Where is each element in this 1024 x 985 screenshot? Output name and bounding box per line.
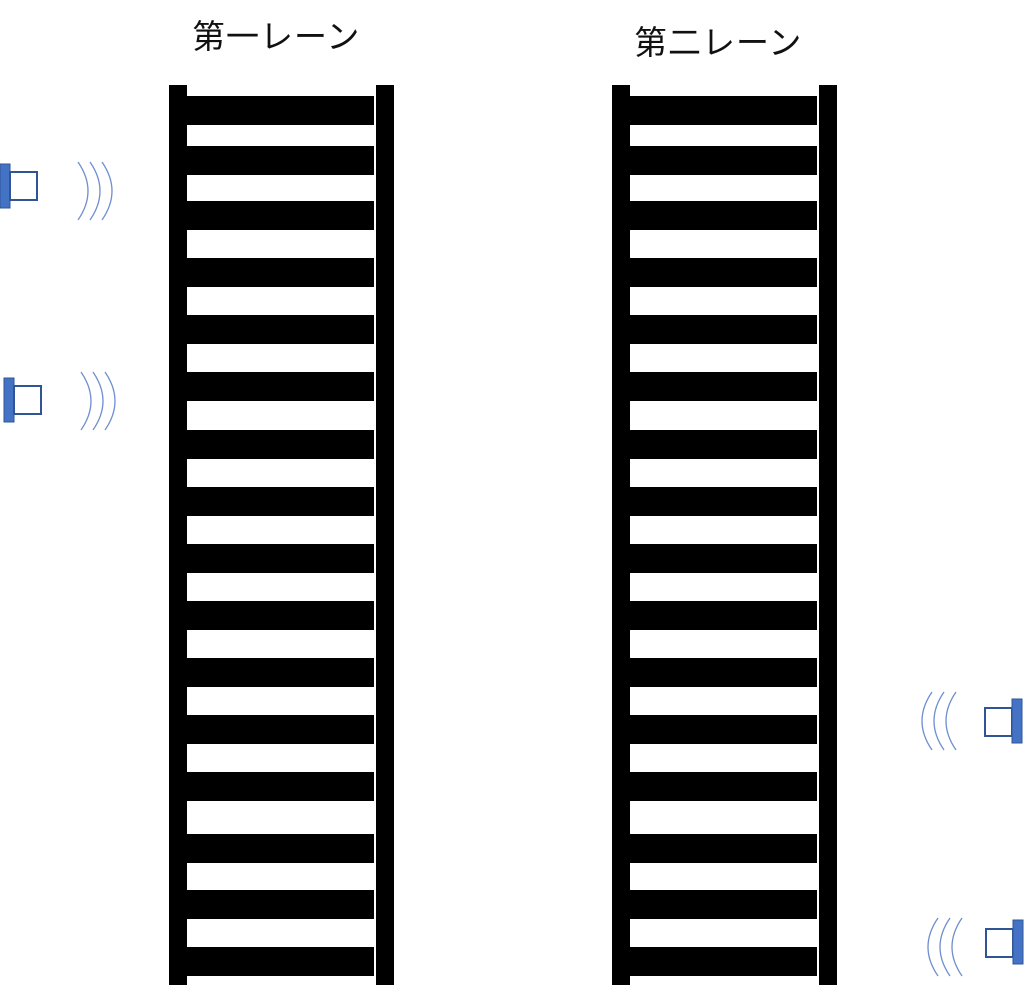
lane-1-rung [187, 947, 374, 976]
lane-2-rung [630, 96, 817, 125]
signal-wave-icon [77, 161, 113, 221]
sensor-icon [0, 163, 38, 209]
sensor-icon [984, 698, 1023, 744]
lane-1-rung [187, 430, 374, 459]
lane-1-rung [187, 601, 374, 630]
lane-1-right-rail [376, 85, 394, 985]
lane-2-rung [630, 601, 817, 630]
sensor-left-2 [3, 371, 116, 431]
lane-1-rung [187, 146, 374, 175]
sensor-right-2 [927, 917, 1024, 977]
signal-wave-icon [80, 371, 116, 431]
lane-2-right-rail [819, 85, 837, 985]
lane-2-rung [630, 658, 817, 687]
signal-wave-icon [927, 917, 963, 977]
lane-1-rung [187, 544, 374, 573]
lane-2-rung [630, 715, 817, 744]
lane-2-rung [630, 430, 817, 459]
lane-2-rung [630, 315, 817, 344]
lane-2-title: 第二レーン [634, 23, 803, 62]
lane-1-rung [187, 715, 374, 744]
lane-2-rung [630, 201, 817, 230]
lane-1-rung [187, 890, 374, 919]
lane-2-rung [630, 772, 817, 801]
lane-2-rung [630, 947, 817, 976]
lane-2-rung [630, 372, 817, 401]
lane-2-rung [630, 834, 817, 863]
lane-2-rung [630, 890, 817, 919]
sensor-icon [3, 377, 42, 423]
sensor-left-1 [0, 161, 113, 221]
lane-1-rung [187, 658, 374, 687]
lane-2-rung [630, 146, 817, 175]
lane-2-rung [630, 487, 817, 516]
lane-1-rung [187, 315, 374, 344]
signal-wave-icon [921, 691, 957, 751]
lane-1-rung [187, 772, 374, 801]
lane-2-rung [630, 258, 817, 287]
lane-1-rung [187, 258, 374, 287]
lane-1-rung [187, 96, 374, 125]
lane-2-rung [630, 544, 817, 573]
sensor-icon [985, 919, 1024, 965]
lane-1-rung [187, 487, 374, 516]
lane-1-rung [187, 201, 374, 230]
lane-2-left-rail [612, 85, 630, 985]
lane-1-rung [187, 372, 374, 401]
lane-1-left-rail [169, 85, 187, 985]
sensor-right-1 [921, 691, 1023, 751]
lane-1-title: 第一レーン [192, 17, 361, 56]
lane-1-rung [187, 834, 374, 863]
